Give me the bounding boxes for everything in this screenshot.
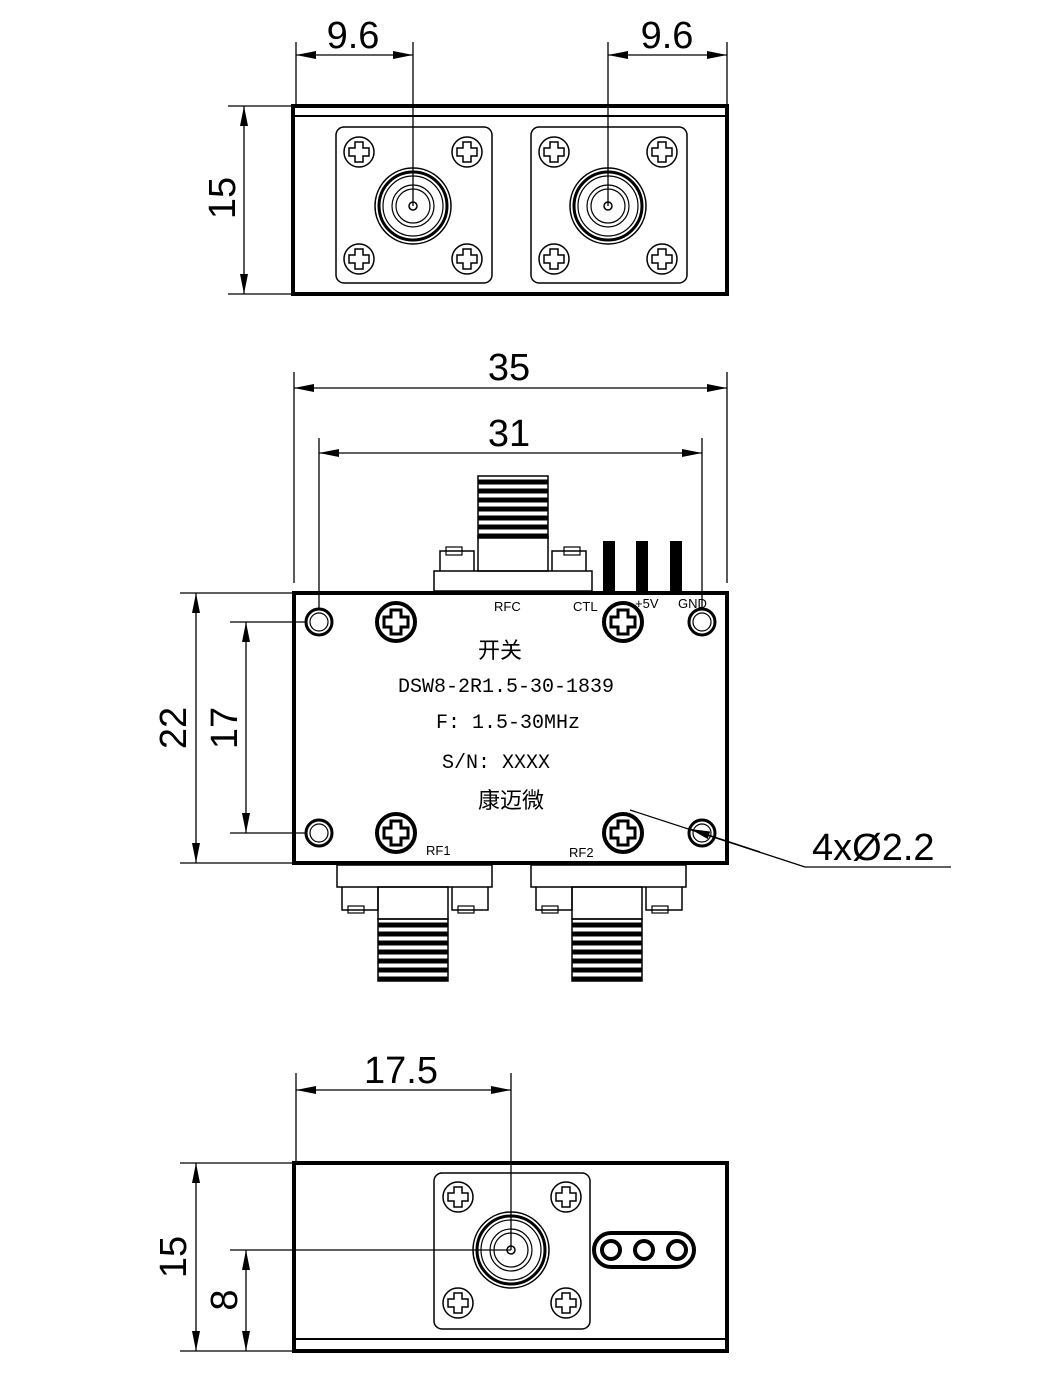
label-rf1: RF1 [426, 843, 451, 858]
top-dim-height: 15 [202, 177, 244, 219]
gnd-pin [670, 541, 682, 591]
top-view: 9.6 9.6 15 [202, 15, 729, 296]
product-brand: 康迈微 [478, 789, 544, 814]
rfc-connector [433, 475, 593, 592]
middle-view: RFC CTL +5V GND RF1 RF2 开关 DSW8-2R1.5-30… [153, 347, 951, 982]
product-frequency: F: 1.5-30MHz [436, 712, 580, 735]
bottom-dim-height: 15 [153, 1236, 195, 1278]
top-dim-left: 9.6 [327, 15, 380, 57]
dim-height-holes: 17 [204, 707, 246, 749]
label-rfc: RFC [494, 599, 521, 614]
ctl-pin [603, 541, 615, 591]
dim-width-outer: 35 [488, 347, 530, 389]
rf2-connector [530, 864, 687, 982]
bottom-dim-offset: 17.5 [364, 1050, 438, 1092]
top-connector-2 [530, 126, 688, 284]
label-5v: +5V [635, 596, 659, 611]
bottom-connector [433, 1172, 591, 1330]
rf1-connector [336, 864, 493, 982]
hole-callout: 4xØ2.2 [812, 827, 935, 869]
label-ctl: CTL [573, 599, 598, 614]
label-gnd: GND [678, 596, 707, 611]
product-serial: S/N: XXXX [442, 752, 550, 775]
top-connector-1 [335, 126, 493, 284]
top-view-body [291, 104, 729, 296]
bottom-view: 17.5 15 8 [153, 1050, 729, 1353]
top-dim-right: 9.6 [641, 15, 694, 57]
bottom-dim-center: 8 [204, 1289, 246, 1310]
product-model: DSW8-2R1.5-30-1839 [398, 676, 614, 699]
label-rf2: RF2 [569, 845, 594, 860]
switch-body [292, 591, 729, 865]
v5-pin [636, 541, 648, 591]
pin-header [592, 1231, 696, 1269]
dim-width-holes: 31 [488, 413, 530, 455]
dim-height-outer: 22 [153, 707, 195, 749]
product-title: 开关 [478, 639, 522, 664]
